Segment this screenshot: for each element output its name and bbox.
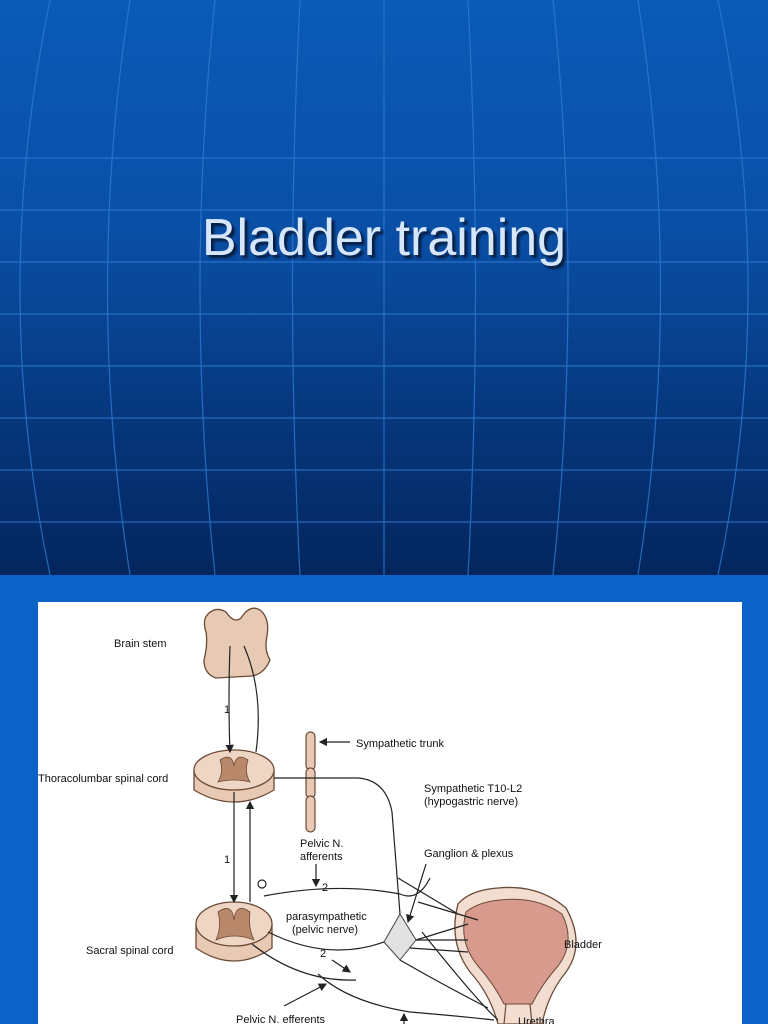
pathway-number-2-afferent: 2 (322, 882, 329, 894)
globe-grid-lines (0, 0, 768, 575)
slide-background (0, 0, 768, 575)
label-hypogastric-nerve: (hypogastric nerve) (424, 796, 519, 808)
label-parasympathetic: parasympathetic (286, 911, 367, 923)
label-thoracolumbar-cord: Thoracolumbar spinal cord (38, 773, 169, 785)
sympathetic-trunk-shape (305, 731, 316, 833)
pathway-number-1-mid: 1 (224, 854, 231, 866)
label-sacral-cord: Sacral spinal cord (86, 945, 174, 957)
brain-stem-shape (203, 607, 271, 679)
label-ganglion-plexus: Ganglion & plexus (424, 848, 514, 860)
label-pelvic-efferents: Pelvic N. efferents (236, 1014, 326, 1024)
pathway-number-2-efferent: 2 (320, 948, 327, 960)
label-urethra: Urethra (518, 1016, 555, 1024)
ganglion-shape (383, 913, 417, 961)
label-sympathetic-t10-l2: Sympathetic T10-L2 (424, 783, 523, 795)
label-pelvic-afferents-1: Pelvic N. (300, 838, 344, 850)
label-pelvic-afferents-2: afferents (300, 851, 343, 863)
thoracolumbar-cord-shape (193, 749, 275, 803)
diagram-drawing (193, 607, 577, 1024)
bladder-shape (454, 886, 577, 1024)
bladder-innervation-diagram: Brain stem Sympathetic trunk Thoracolumb… (38, 602, 742, 1024)
pathway-number-1-top: 1 (224, 704, 231, 716)
label-sympathetic-trunk: Sympathetic trunk (356, 738, 445, 750)
label-pelvic-nerve: (pelvic nerve) (292, 924, 359, 936)
sacral-cord-shape (195, 901, 273, 962)
label-brain-stem: Brain stem (114, 638, 167, 650)
slide-title: Bladder training (201, 209, 567, 267)
label-bladder: Bladder (564, 939, 602, 951)
